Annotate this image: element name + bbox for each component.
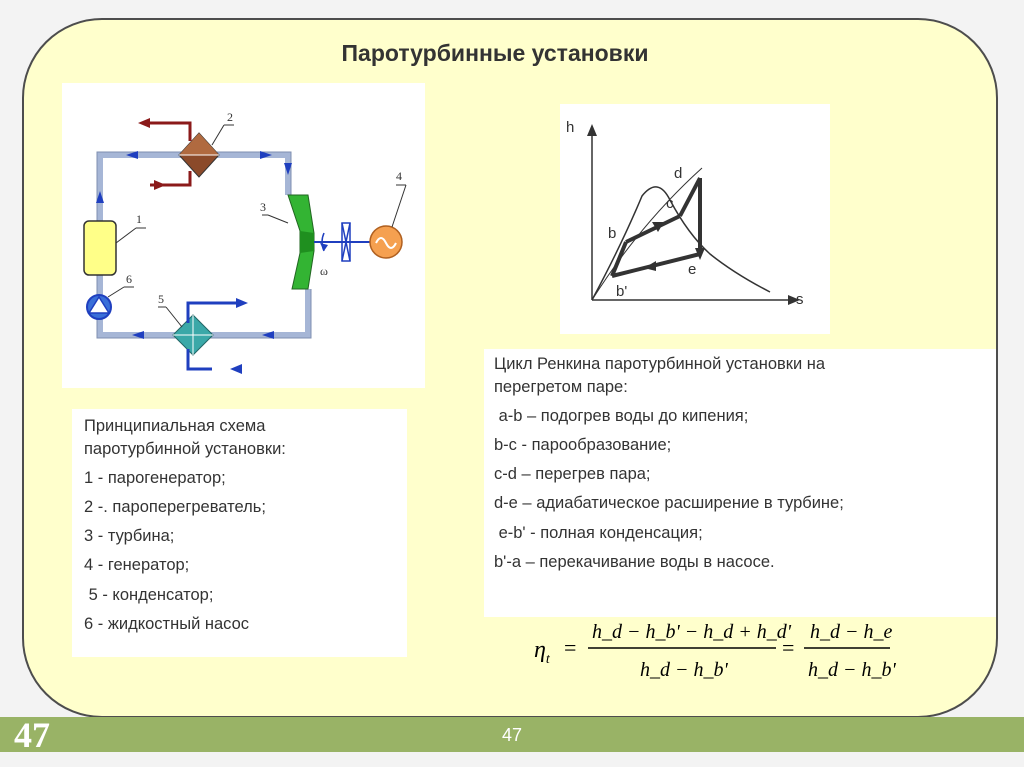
cycle-heading: Цикл Ренкина паротурбинной установки на: [494, 355, 826, 373]
cycle-step: b-c - парообразование;: [494, 436, 672, 455]
isobar: [591, 167, 703, 301]
cycle-step: e-b' - полная конденсация;: [494, 523, 703, 542]
steam-generator: [83, 220, 117, 276]
schematic-label: 2: [227, 110, 233, 124]
legend-heading: Принципиальная схема: [84, 417, 266, 435]
footer-band: [0, 717, 1024, 752]
legend-item: 5 - конденсатор;: [84, 585, 214, 604]
schematic-label: 4: [396, 169, 402, 183]
legend-item: 4 - генератор;: [84, 556, 190, 575]
cycle-step: a-b – подогрев воды до кипения;: [494, 407, 749, 426]
saturation-curve: [591, 186, 771, 301]
slide-number-large: 47: [14, 715, 50, 755]
eta-symbol: η: [534, 637, 546, 663]
point-label: b': [616, 283, 627, 300]
denominator-1: h_d − h_b': [640, 659, 728, 681]
legend-box: Принципиальная схема паротурбинной устан…: [72, 409, 407, 657]
hs-diagram-panel: h s b' b c d e: [560, 104, 830, 334]
legend-item: 6 - жидкостный насос: [84, 614, 250, 633]
numerator-2: h_d − h_e: [810, 621, 892, 643]
omega-label: ω: [320, 264, 328, 278]
eta-subscript: t: [546, 652, 551, 667]
cycle-box: Цикл Ренкина паротурбинной установки на …: [484, 349, 996, 617]
cycle-step: c-d – перегрев пара;: [494, 465, 651, 484]
point-label: e: [688, 261, 696, 278]
denominator-2: h_d − h_b': [808, 659, 896, 681]
slide-title: Паротурбинные установки: [341, 40, 649, 66]
equals-sign: =: [564, 635, 576, 660]
numerator-1: h_d − h_b' − h_d + h_d': [592, 621, 792, 643]
flow-arrow: [96, 151, 292, 339]
condenser: [172, 314, 214, 356]
axis-s-label: s: [796, 291, 804, 308]
slide-number: 47: [501, 725, 523, 745]
pipe-loop: [97, 152, 311, 338]
superheater: [178, 132, 220, 178]
legend-item: 2 -. пароперегреватель;: [84, 498, 266, 517]
equals-sign: =: [782, 635, 794, 660]
efficiency-formula: ηt = h_d − h_b' − h_d + h_d' h_d − h_b' …: [528, 610, 898, 696]
cycle-heading: перегретом паре:: [494, 378, 628, 397]
legend-heading: паротурбинной установки:: [84, 440, 286, 459]
plant-schematic: 1 2 3 4 5 6 ω: [83, 110, 407, 374]
point-label: b: [608, 225, 616, 242]
point-label: d: [674, 165, 682, 182]
svg-text:ηt: ηt: [534, 637, 551, 667]
point-label: c: [666, 195, 674, 212]
hs-diagram: h s b' b c d e: [566, 119, 804, 308]
schematic-label: 1: [136, 212, 142, 226]
axis-h-label: h: [566, 119, 574, 136]
heat-arrow: [138, 118, 192, 190]
legend-item: 3 - турбина;: [84, 527, 175, 546]
cycle-step: d-e – адиабатическое расширение в турбин…: [494, 494, 844, 513]
schematic-label: 6: [126, 272, 132, 286]
cycle-step: b'-a – перекачивание воды в насосе.: [494, 552, 775, 571]
schematic-panel: 1 2 3 4 5 6 ω: [62, 83, 425, 388]
schematic-label: 3: [260, 200, 266, 214]
cooling-arrow: [186, 298, 248, 374]
legend-item: 1 - парогенератор;: [84, 469, 226, 488]
schematic-label: 5: [158, 292, 164, 306]
coupling: [341, 222, 351, 262]
